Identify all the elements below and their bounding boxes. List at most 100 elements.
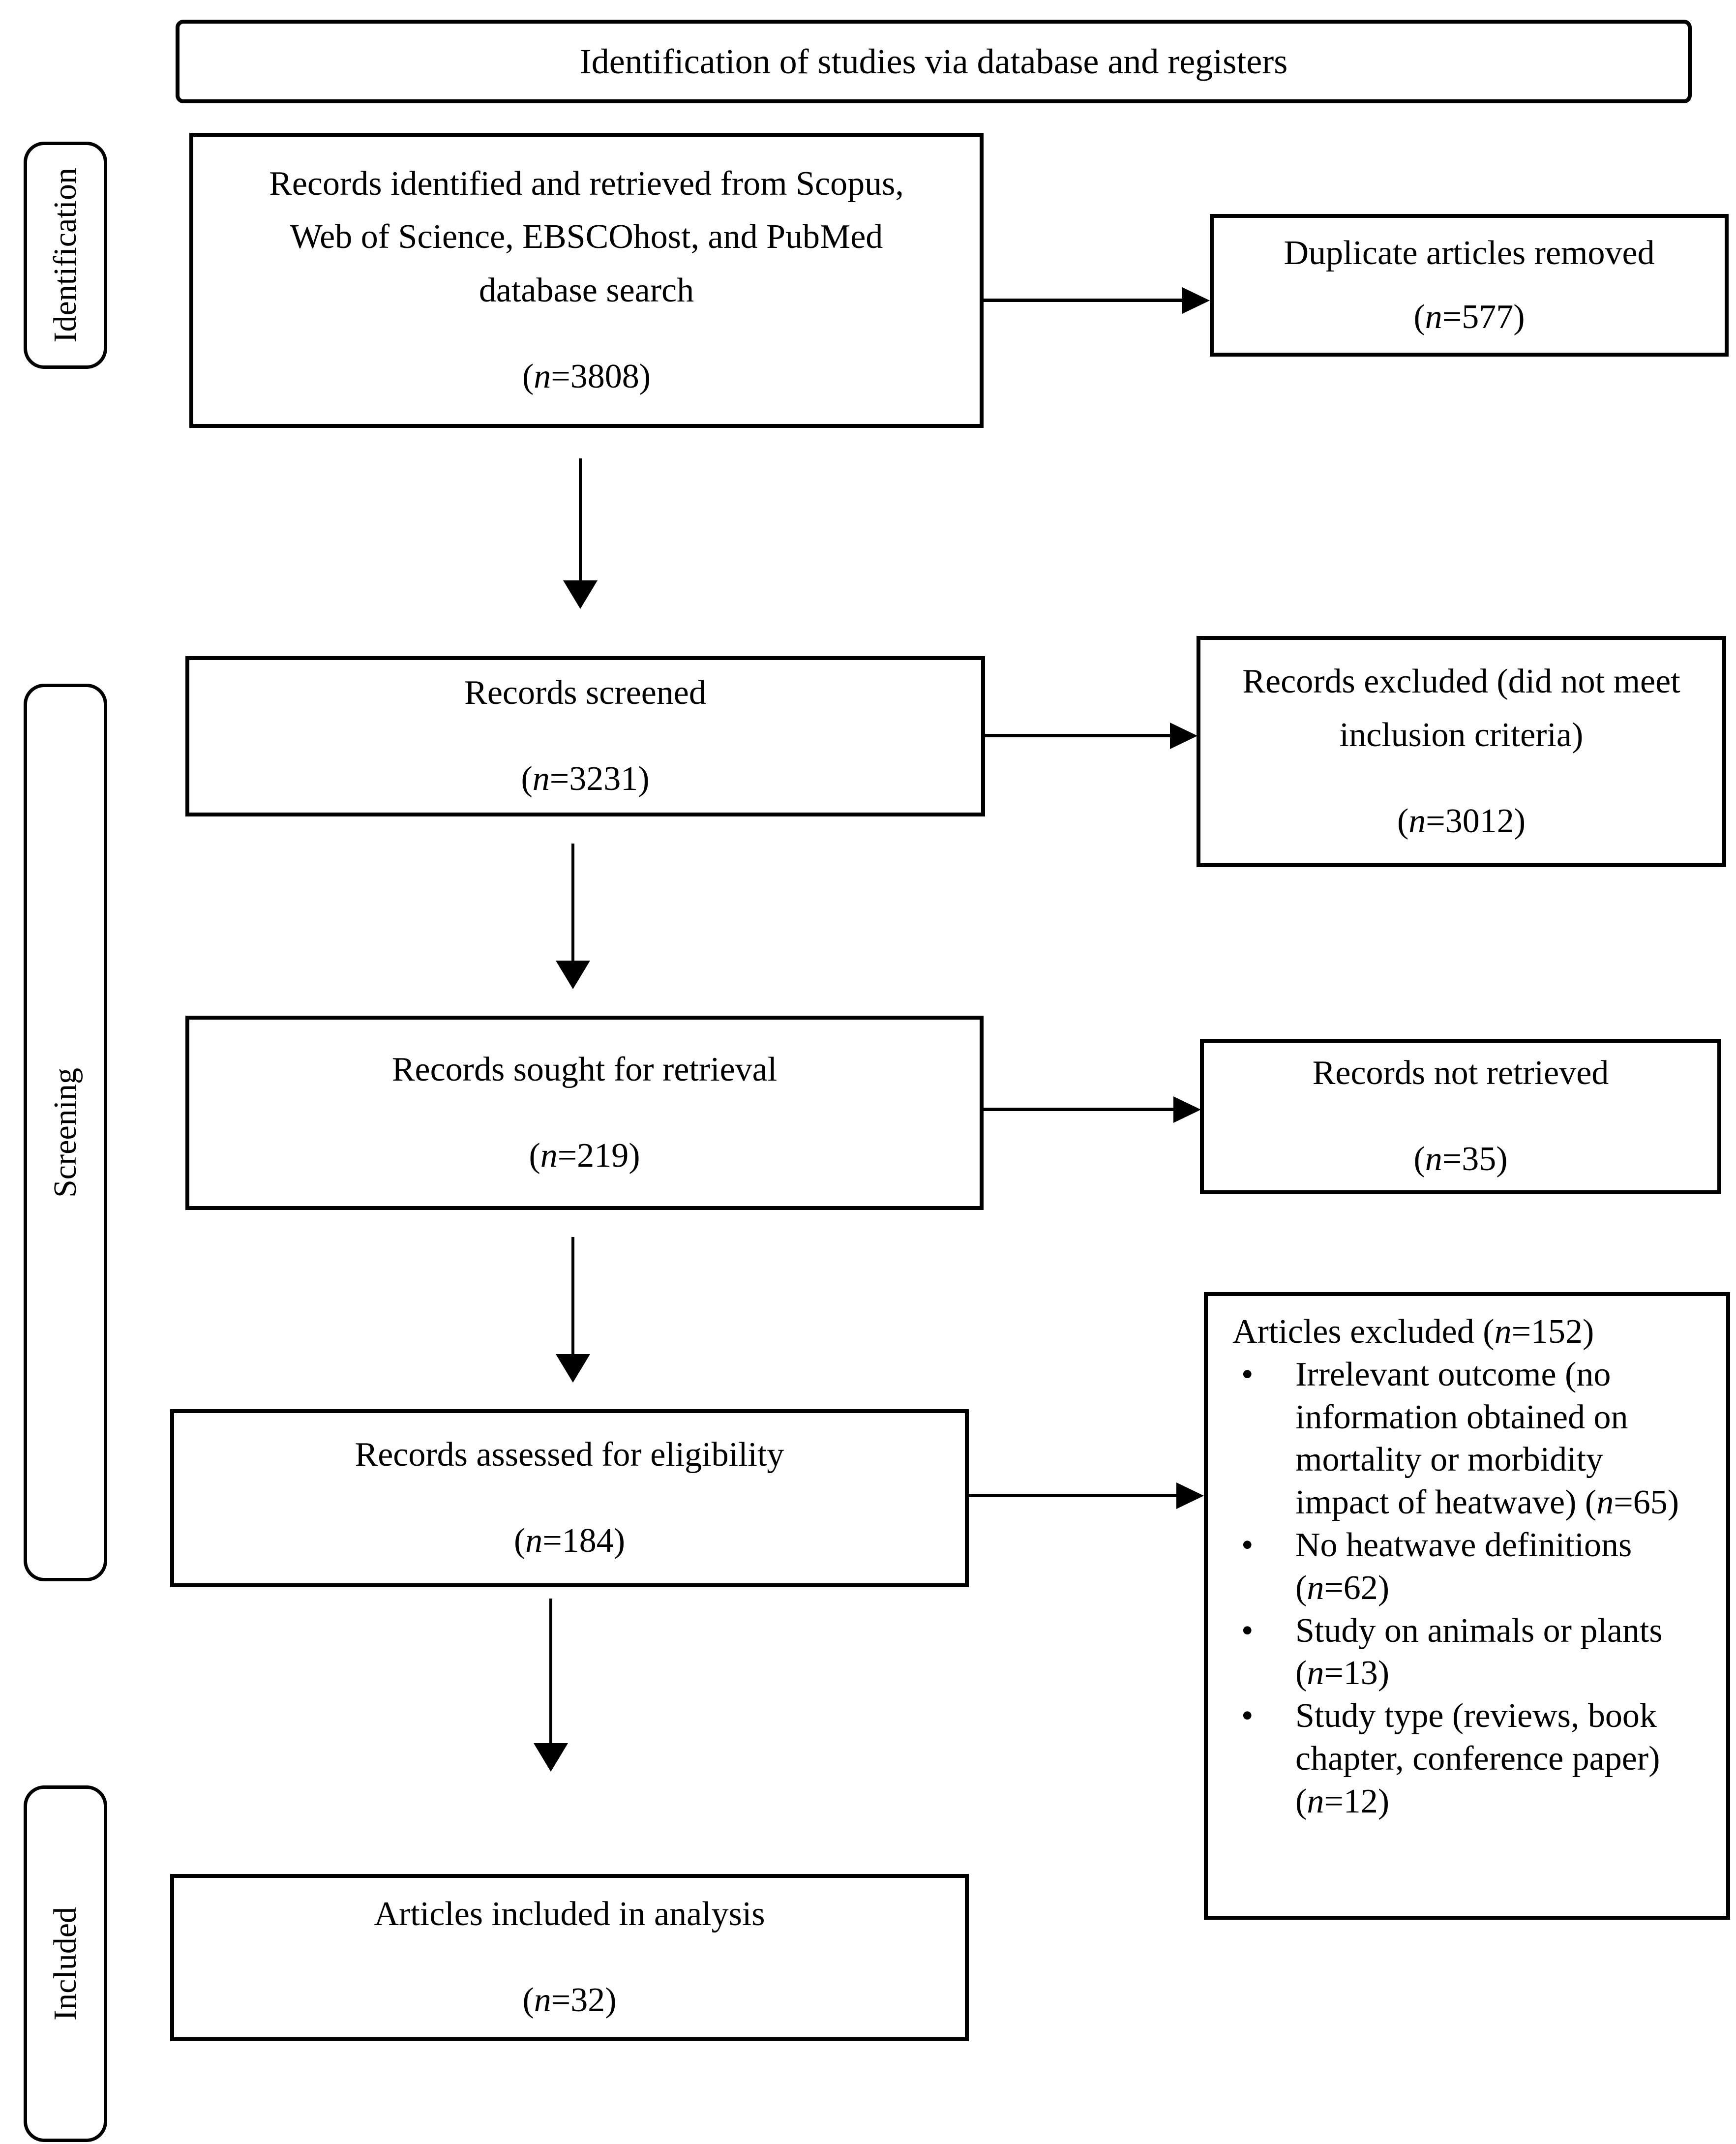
count-value: 3231 (569, 760, 638, 798)
count-value: 3012 (1445, 802, 1514, 840)
arrow-screened-to-excluded-head (1170, 723, 1197, 749)
sample-size: (n=3808) (522, 350, 651, 404)
paren-open: ( (513, 1522, 526, 1560)
n-symbol: n (540, 1136, 558, 1175)
stage-label-text: Included (47, 1907, 83, 2021)
box-records-assessed: Records assessed for eligibility (n=184) (170, 1409, 969, 1587)
paren-close: ) (1583, 1313, 1594, 1351)
sample-size: (n=35) (1413, 1133, 1507, 1186)
reason-count: (n=65) (1585, 1483, 1679, 1521)
box-label: Records screened (464, 674, 706, 712)
arrow-assessed-to-included-head (534, 1743, 568, 1772)
paren-open: ( (522, 1981, 534, 2020)
arrow-sought-to-assessed-head (556, 1354, 590, 1383)
reason-text: Irrelevant outcome (no information obtai… (1295, 1355, 1628, 1522)
paren-close: ) (629, 1136, 640, 1175)
paren-close: ) (1496, 1140, 1508, 1178)
arrow-sought-to-not-retrieved-line (984, 1108, 1174, 1111)
box-label: Records excluded (did not meet inclusion… (1242, 663, 1680, 754)
paren-open: ( (1483, 1313, 1495, 1351)
count-value: 219 (577, 1136, 629, 1175)
reason-text: Study on animals or plants (1295, 1611, 1663, 1650)
box-articles-excluded: Articles excluded (n=152) • Irrelevant o… (1204, 1292, 1730, 1920)
count-value: 13 (1343, 1654, 1378, 1692)
n-symbol: n (532, 760, 550, 798)
n-symbol: n (534, 1981, 551, 2020)
paren-open: ( (1295, 1654, 1307, 1692)
box-records-excluded: Records excluded (did not meet inclusion… (1197, 636, 1726, 867)
paren-close: ) (1667, 1483, 1679, 1522)
box-records-not-retrieved: Records not retrieved (n=35) (1200, 1039, 1721, 1194)
paren-close: ) (613, 1522, 626, 1560)
count-value: 35 (1462, 1140, 1497, 1178)
equals-sign: = (1442, 1140, 1462, 1178)
equals-sign: = (1511, 1313, 1531, 1351)
bullet-icon: • (1241, 1697, 1254, 1735)
bullet-icon: • (1241, 1611, 1254, 1650)
count-value: 65 (1633, 1483, 1668, 1522)
n-symbol: n (1408, 802, 1426, 840)
paren-close: ) (639, 357, 651, 395)
box-label: Duplicate articles removed (1284, 234, 1655, 272)
arrow-identified-to-duplicates-line (984, 299, 1182, 302)
box-label: Articles included in analysis (374, 1895, 765, 1933)
paren-open: ( (529, 1136, 540, 1175)
stage-label-text: Identification (47, 168, 83, 343)
sample-size: (n=3012) (1397, 795, 1526, 848)
paren-open: ( (521, 760, 533, 798)
equals-sign: = (557, 1136, 577, 1175)
equals-sign: = (549, 760, 569, 798)
paren-open: ( (522, 357, 534, 395)
paren-close: ) (1514, 802, 1526, 840)
n-symbol: n (1307, 1654, 1324, 1692)
stage-label-identification: Identification (24, 142, 107, 369)
box-articles-included: Articles included in analysis (n=32) (170, 1874, 969, 2041)
reason-count: (n=13) (1295, 1654, 1389, 1692)
bullet-icon: • (1241, 1526, 1254, 1564)
diagram-title: Identification of studies via database a… (579, 41, 1288, 81)
arrow-identified-to-screened-line (579, 458, 582, 581)
n-symbol: n (1494, 1313, 1512, 1351)
equals-sign: = (1442, 298, 1462, 336)
reason-count: (n=62) (1295, 1569, 1389, 1607)
equals-sign: = (551, 1981, 571, 2020)
sample-size: (n=577) (1413, 291, 1525, 344)
arrow-assessed-to-articles-excluded-line (969, 1494, 1178, 1497)
sample-size: (n=32) (522, 1974, 616, 2027)
equals-sign: = (542, 1522, 562, 1560)
equals-sign: = (1426, 802, 1445, 840)
sample-size: (n=184) (514, 1514, 625, 1568)
arrow-sought-to-not-retrieved-head (1173, 1096, 1201, 1123)
exclusion-reason-item: • No heatwave definitions (n=62) (1232, 1524, 1682, 1610)
reason-text: Study type (reviews, book chapter, confe… (1295, 1697, 1660, 1778)
count-value: 32 (570, 1981, 605, 2020)
count-value: 152 (1531, 1313, 1583, 1351)
paren-open: ( (1397, 802, 1409, 840)
bullet-icon: • (1241, 1355, 1254, 1393)
n-symbol: n (534, 357, 551, 395)
n-symbol: n (1596, 1483, 1614, 1522)
n-symbol: n (1307, 1782, 1324, 1820)
arrow-identified-to-screened-head (563, 580, 598, 609)
arrow-screened-to-sought-head (556, 961, 590, 989)
arrow-assessed-to-articles-excluded-head (1176, 1482, 1204, 1509)
paren-close: ) (638, 760, 650, 798)
box-label: Articles excluded (1232, 1313, 1474, 1351)
arrow-screened-to-excluded-line (985, 734, 1171, 737)
paren-open: ( (1413, 298, 1425, 336)
reason-text: No heatwave definitions (1295, 1526, 1632, 1564)
paren-close: ) (1377, 1569, 1390, 1607)
stage-label-screening: Screening (24, 684, 107, 1581)
paren-close: ) (1513, 298, 1525, 336)
paren-close: ) (605, 1981, 617, 2020)
sample-size: (n=219) (529, 1129, 640, 1183)
equals-sign: = (551, 357, 570, 395)
sample-size: (n=3231) (521, 753, 649, 806)
exclusion-reason-item: • Study type (reviews, book chapter, con… (1232, 1695, 1682, 1823)
box-records-identified: Records identified and retrieved from Sc… (189, 133, 984, 428)
paren-open: ( (1585, 1483, 1597, 1522)
count-value: 577 (1462, 298, 1514, 336)
box-label: Records assessed for eligibility (355, 1436, 784, 1474)
exclusion-reason-item: • Irrelevant outcome (no information obt… (1232, 1354, 1682, 1524)
